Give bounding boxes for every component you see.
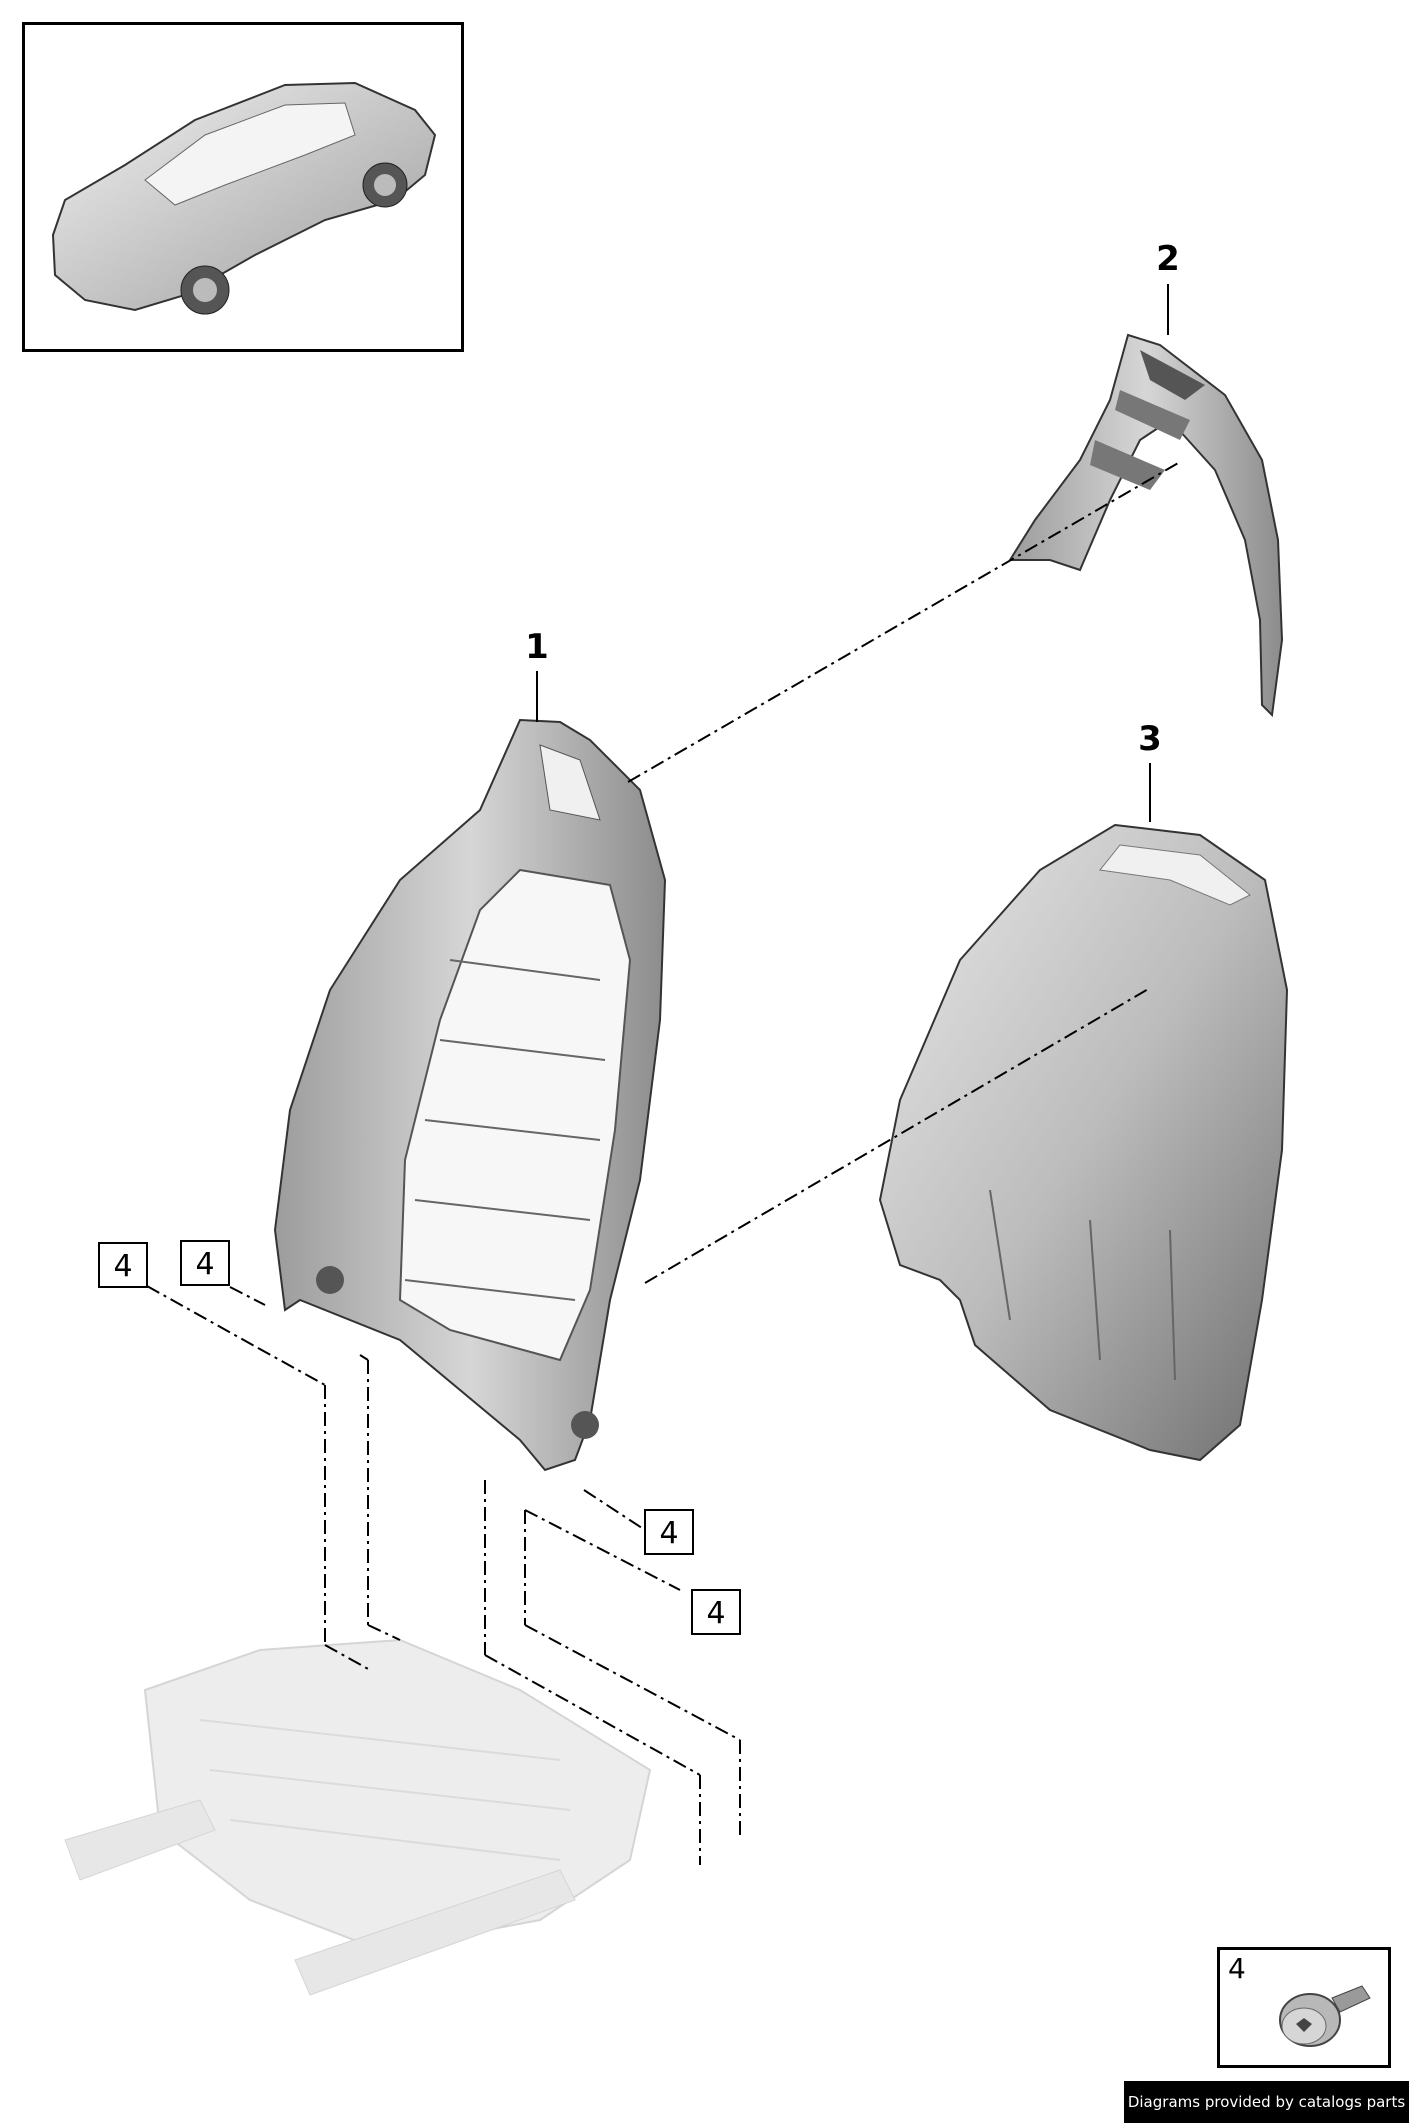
callout-part-2: 2: [1156, 239, 1180, 279]
bolt-screw-icon: [1279, 1985, 1371, 2047]
credit-banner: Diagrams provided by catalogs parts: [1124, 2081, 1409, 2123]
part-3-backrest-shell: [878, 823, 1289, 1462]
fastener-box-1: 4: [98, 1242, 148, 1288]
svg-text:4: 4: [195, 1247, 214, 1282]
fastener-box-2: 4: [180, 1240, 230, 1286]
legend-part-number: 4: [1228, 1952, 1246, 1985]
svg-text:4: 4: [706, 1596, 725, 1631]
car-overview-icon: [51, 81, 437, 315]
callout-part-1: 1: [525, 627, 549, 667]
fastener-box-3: 4: [644, 1509, 694, 1555]
leader-lines: [146, 461, 1181, 1865]
svg-text:4: 4: [659, 1516, 678, 1551]
part-4-legend: 4: [1217, 1947, 1391, 2068]
seat-base-ghost: [64, 1638, 652, 1996]
svg-text:4: 4: [113, 1249, 132, 1284]
callout-part-3: 3: [1138, 719, 1162, 759]
part-2-headrest-trim: [1008, 333, 1284, 718]
vehicle-thumbnail: [22, 22, 464, 352]
fastener-box-4: 4: [691, 1589, 741, 1635]
part-1-backrest-frame: [273, 718, 667, 1472]
